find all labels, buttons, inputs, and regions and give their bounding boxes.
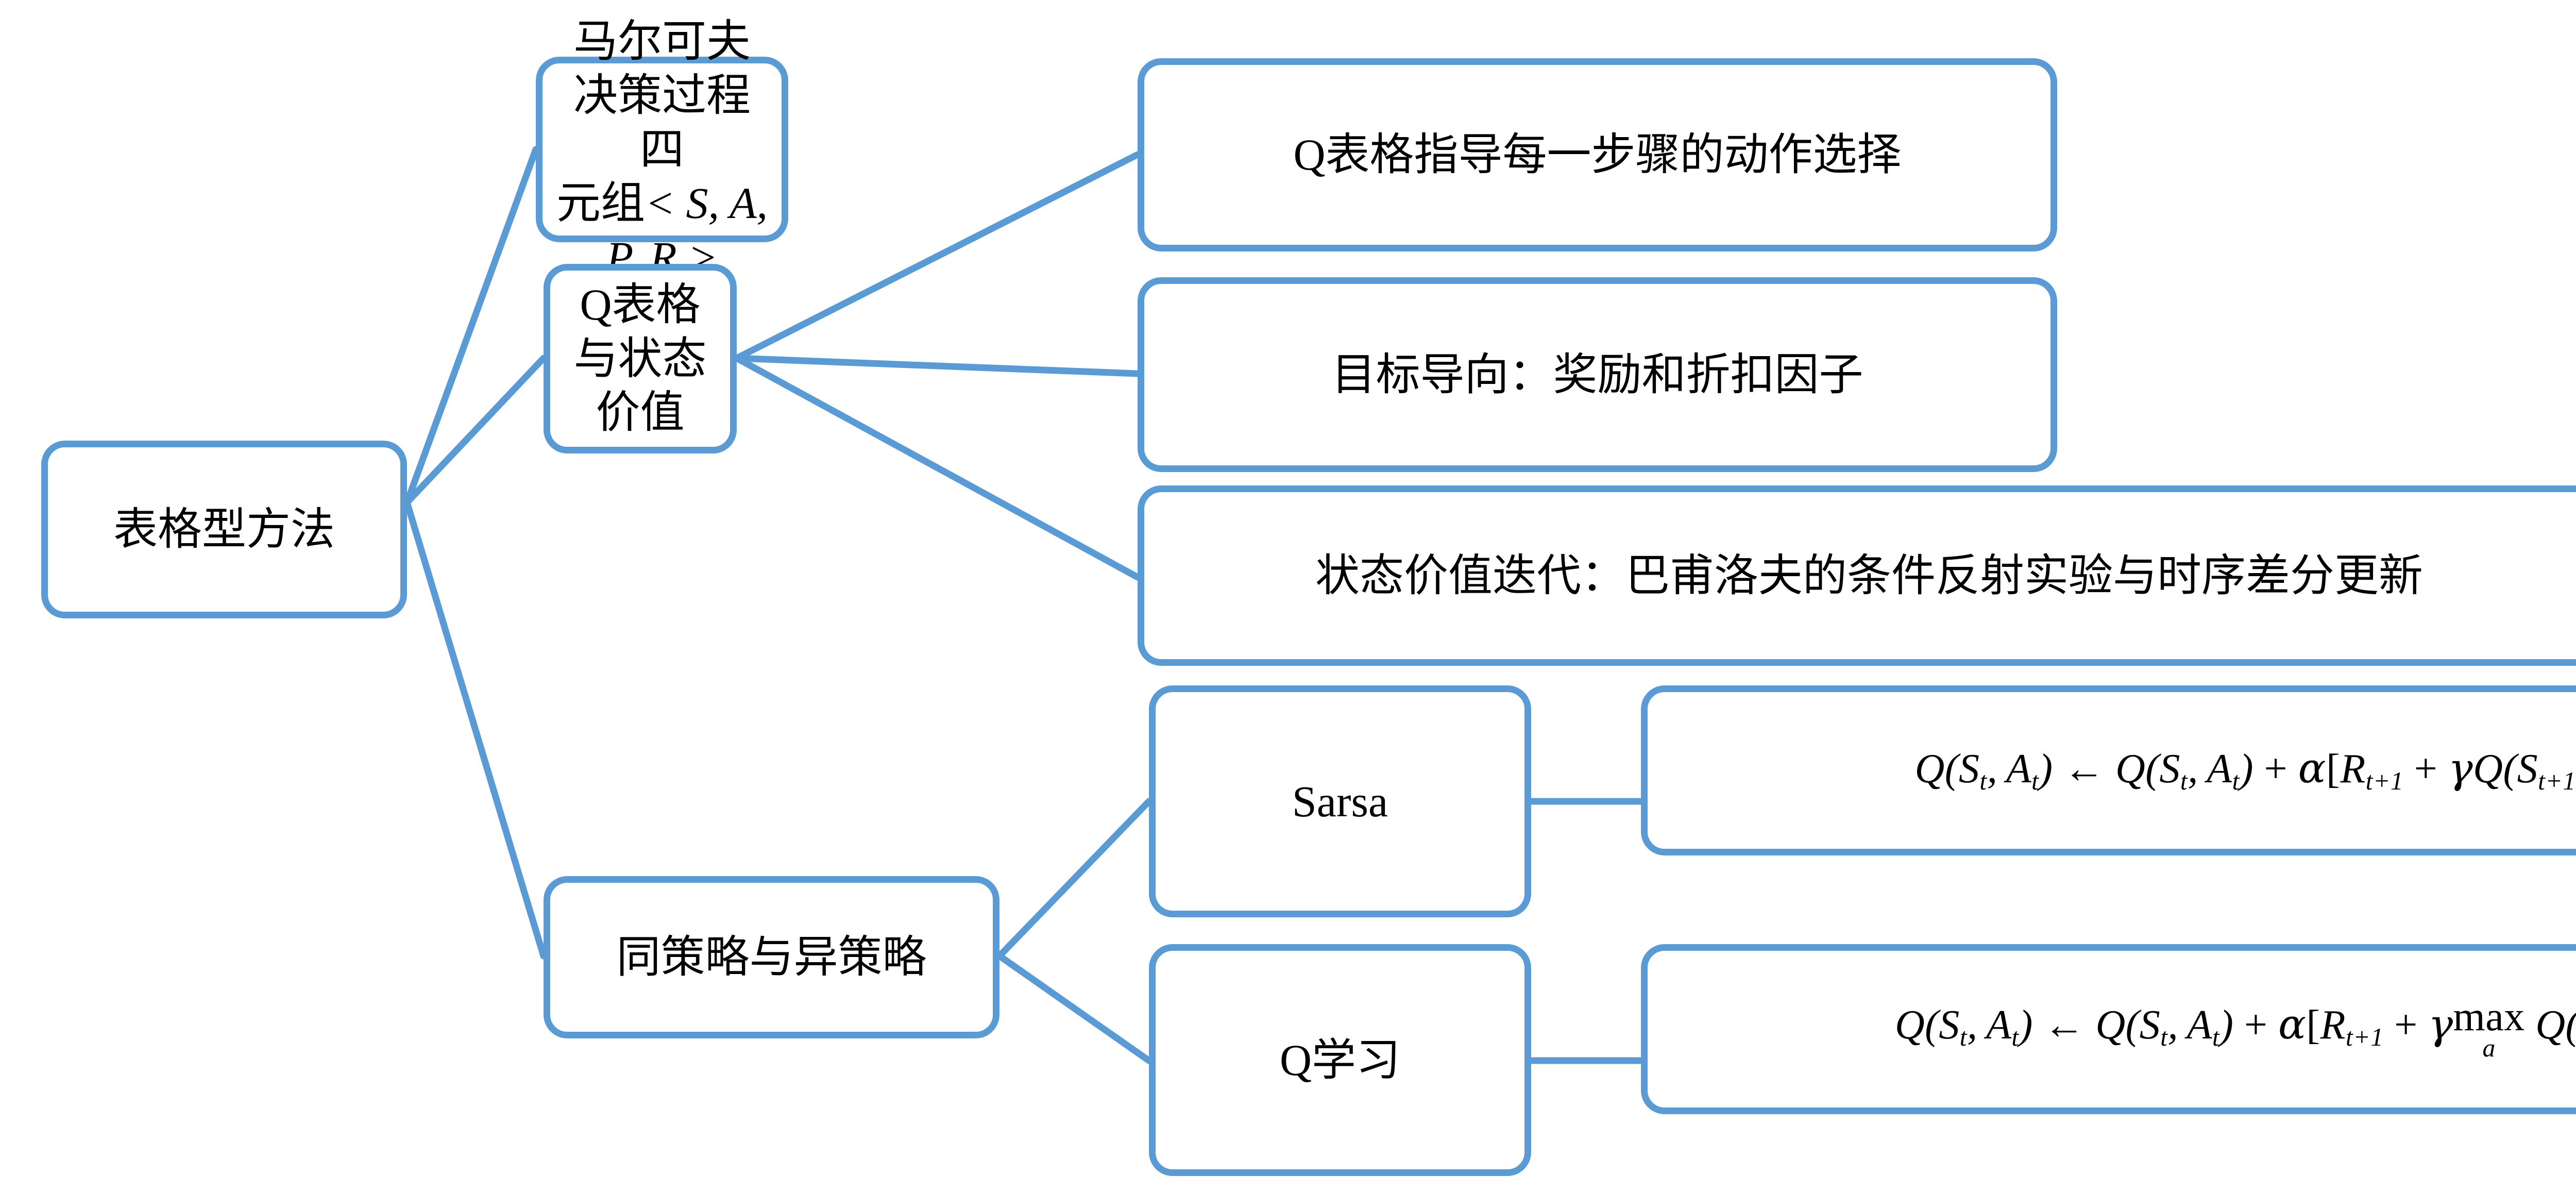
edge-root-to-policy xyxy=(403,499,547,960)
node-on-policy-off-policy[interactable]: 同策略与异策略 xyxy=(544,876,999,1038)
node-q-table-and-state-value[interactable]: Q表格与状态价值 xyxy=(544,264,737,454)
edge-qtable-to-leaf3 xyxy=(733,355,1141,581)
edge-policy-to-qlearning xyxy=(996,952,1153,1064)
edge-policy-to-sarsa xyxy=(996,798,1153,960)
edge-qtable-to-leaf1 xyxy=(733,151,1141,362)
edge-root-to-mdp xyxy=(403,146,539,506)
node-sarsa-formula[interactable]: Q(St, At) ← Q(St, At) + 𝛼[Rt+1 + 𝛾Q(St+1… xyxy=(1641,685,2576,855)
mdp-line-1: 马尔可夫决策过程四 xyxy=(573,16,751,174)
node-q-table-and-state-value-label: Q表格与状态价值 xyxy=(573,279,707,438)
node-sarsa[interactable]: Sarsa xyxy=(1149,685,1531,917)
sarsa-formula-expression: Q(St, At) ← Q(St, At) + 𝛼[Rt+1 + 𝛾Q(St+1… xyxy=(1914,746,2576,795)
node-goal-oriented[interactable]: 目标导向：奖励和折扣因子 xyxy=(1138,277,2057,472)
node-mdp-tuple[interactable]: 马尔可夫决策过程四 元组< S, A, P, R > xyxy=(536,16,788,282)
edge-root-to-qtable xyxy=(403,355,547,506)
node-q-table-guides-action-label: Q表格指导每一步骤的动作选择 xyxy=(1293,130,1902,180)
node-tabular-methods-label: 表格型方法 xyxy=(113,505,335,555)
node-q-learning-label: Q学习 xyxy=(1279,1035,1401,1085)
node-tabular-methods[interactable]: 表格型方法 xyxy=(41,441,407,618)
node-sarsa-label: Sarsa xyxy=(1292,776,1388,826)
node-goal-oriented-label: 目标导向：奖励和折扣因子 xyxy=(1331,349,1863,399)
node-state-value-iteration-label: 状态价值迭代：巴甫洛夫的条件反射实验与时序差分更新 xyxy=(1315,550,2423,600)
node-mdp-tuple-label: 马尔可夫决策过程四 元组< S, A, P, R > xyxy=(556,14,768,285)
node-state-value-iteration[interactable]: 状态价值迭代：巴甫洛夫的条件反射实验与时序差分更新 xyxy=(1138,485,2576,666)
mdp-line-2-prefix: 元组 xyxy=(556,178,645,228)
edge-qtable-to-leaf2 xyxy=(733,355,1141,377)
node-q-table-guides-action[interactable]: Q表格指导每一步骤的动作选择 xyxy=(1138,58,2057,251)
node-q-learning[interactable]: Q学习 xyxy=(1149,944,1531,1176)
node-on-policy-off-policy-label: 同策略与异策略 xyxy=(616,932,927,982)
